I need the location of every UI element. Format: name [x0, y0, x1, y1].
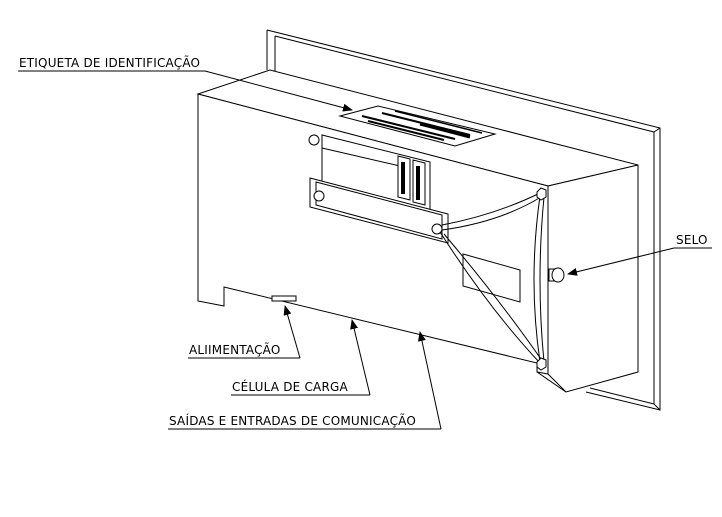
identification-label [338, 105, 497, 147]
screw-hole [308, 134, 320, 146]
terminal-connectors [397, 155, 426, 206]
label-saidas-entradas: SAÍDAS E ENTRADAS DE COMUNICAÇÃO [169, 414, 416, 428]
leader-lines [18, 70, 712, 430]
label-alimentacao: ALIIMENTAÇÃO [189, 343, 281, 357]
seal-knob [548, 267, 565, 283]
label-selo: SELO [676, 233, 708, 247]
label-etiqueta: ETIQUETA DE IDENTIFICAÇÃO [19, 56, 201, 70]
label-celula-de-carga: CÉLULA DE CARGA [232, 380, 348, 394]
seal-eyelets [536, 187, 547, 371]
front-panel [266, 29, 661, 411]
power-connector [271, 295, 297, 302]
seal-wires [439, 192, 545, 364]
side-window [462, 253, 521, 303]
